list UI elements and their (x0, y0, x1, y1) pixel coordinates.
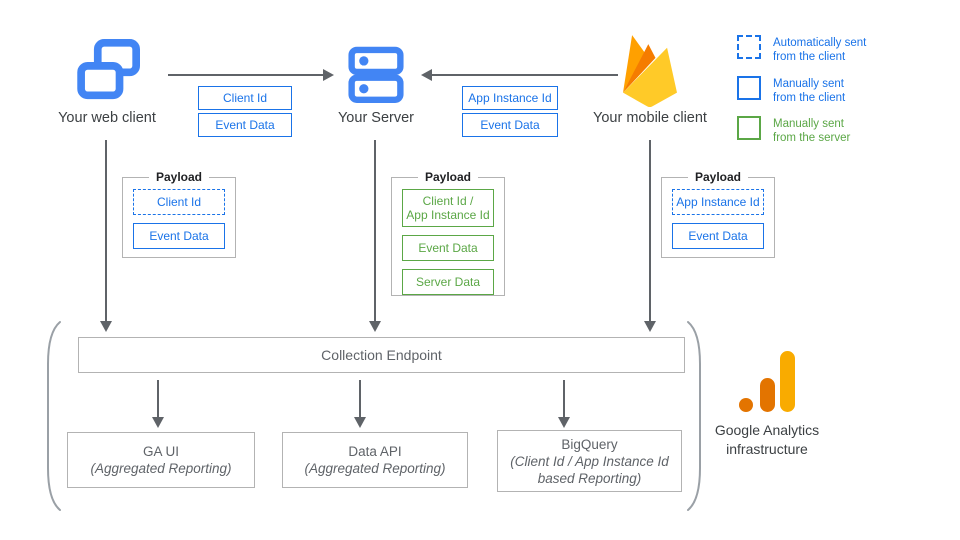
ga-logo-dot (739, 398, 753, 412)
output-ga-ui-subtitle: (Aggregated Reporting) (90, 461, 232, 476)
web-client-icon (76, 37, 140, 105)
arrow-web-to-server-head (323, 69, 334, 81)
ga-logo-bar-medium (760, 378, 775, 412)
mobile-client-firebase-icon (622, 33, 678, 108)
payload-web-client-id: Client Id (133, 189, 225, 215)
output-box-ga-ui: GA UI (Aggregated Reporting) (67, 432, 255, 488)
bracket-right (686, 320, 704, 517)
payload-web-title: Payload (155, 170, 203, 184)
payload-mobile-title: Payload (694, 170, 742, 184)
arrow-web-down-line (105, 140, 107, 322)
payload-server-client-app-id: Client Id / App Instance Id (402, 189, 494, 227)
edge-box-event-data-web: Event Data (198, 113, 292, 137)
payload-server-title: Payload (424, 170, 472, 184)
edge-box-event-data-mobile: Event Data (462, 113, 558, 137)
arrow-to-bigquery-line (563, 380, 565, 418)
arrow-mobile-down-head (644, 321, 656, 332)
arrow-to-ga-ui-line (157, 380, 159, 418)
arrow-to-data-api-head (354, 417, 366, 428)
arrow-mobile-to-server-head (421, 69, 432, 81)
legend-item-manual-client: Manually sent from the client (737, 76, 845, 105)
arrow-mobile-to-server-line (431, 74, 618, 76)
payload-server-event-data: Event Data (402, 235, 494, 261)
output-data-api-name: Data API (348, 444, 402, 459)
ga-logo-bar-tall (780, 351, 795, 412)
output-box-data-api: Data API (Aggregated Reporting) (282, 432, 468, 488)
legend-label-auto-client: Automatically sent from the client (773, 37, 867, 63)
output-bigquery-name: BigQuery (561, 436, 618, 452)
output-data-api-subtitle: (Aggregated Reporting) (304, 461, 446, 476)
payload-web-event-data: Event Data (133, 223, 225, 249)
arrow-mobile-down-line (649, 140, 651, 322)
legend-swatch-dashed-blue (737, 35, 761, 59)
output-box-bigquery: BigQuery (Client Id / App Instance Id ba… (497, 430, 682, 492)
server-label: Your Server (337, 110, 415, 126)
web-client-label: Your web client (58, 110, 156, 126)
bracket-left (44, 320, 62, 517)
payload-mobile-app-instance-id: App Instance Id (672, 189, 764, 215)
output-bigquery-subtitle: (Client Id / App Instance Id based Repor… (510, 453, 669, 486)
legend-swatch-solid-green (737, 116, 761, 140)
payload-mobile: Payload App Instance Id Event Data (661, 170, 775, 258)
collection-endpoint-box: Collection Endpoint (78, 337, 685, 373)
arrow-web-to-server-line (168, 74, 324, 76)
arrow-to-ga-ui-head (152, 417, 164, 428)
ga-infrastructure-label: Google Analytics infrastructure (714, 422, 820, 457)
output-ga-ui-name: GA UI (142, 444, 179, 459)
arrow-server-down-line (374, 140, 376, 322)
arrow-to-data-api-line (359, 380, 361, 418)
server-icon (347, 45, 405, 107)
legend-swatch-solid-blue (737, 76, 761, 100)
payload-mobile-event-data: Event Data (672, 223, 764, 249)
legend-label-manual-client: Manually sent from the client (773, 78, 846, 104)
payload-server: Payload Client Id / App Instance Id Even… (391, 170, 505, 296)
legend-label-manual-server: Manually sent from the server (773, 118, 851, 144)
legend-item-manual-server: Manually sent from the server (737, 116, 850, 145)
legend-item-auto-client: Automatically sent from the client (737, 35, 866, 64)
payload-web: Payload Client Id Event Data (122, 170, 236, 258)
arrow-web-down-head (100, 321, 112, 332)
arrow-to-bigquery-head (558, 417, 570, 428)
edge-box-client-id: Client Id (198, 86, 292, 110)
arrow-server-down-head (369, 321, 381, 332)
edge-box-app-instance-id: App Instance Id (462, 86, 558, 110)
mobile-client-label: Your mobile client (593, 110, 707, 126)
payload-server-server-data: Server Data (402, 269, 494, 295)
